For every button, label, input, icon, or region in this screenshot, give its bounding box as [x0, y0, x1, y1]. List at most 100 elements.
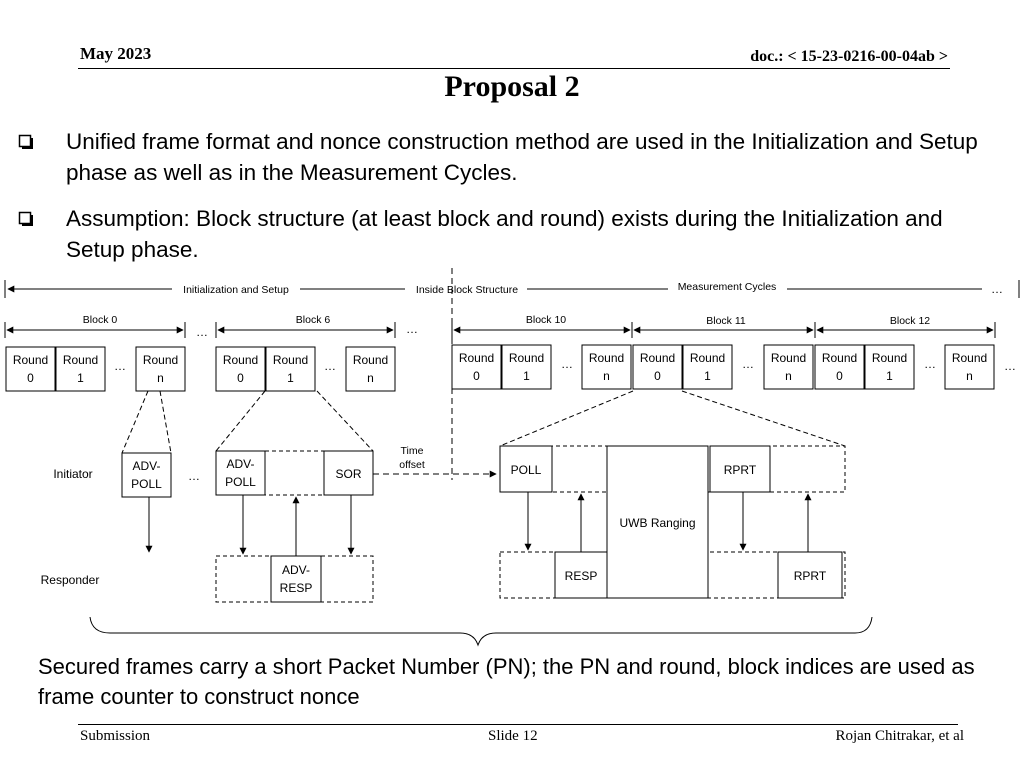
ellipsis: … [196, 325, 208, 339]
round-box: Round 1 [682, 344, 733, 390]
ellipsis: … [114, 359, 126, 373]
svg-text:UWB Ranging: UWB Ranging [619, 516, 695, 530]
frame-structure-diagram: Initialization and Setup Inside Block St… [4, 268, 1020, 647]
round-box: Round n [763, 344, 814, 390]
svg-text:ADV-: ADV- [282, 563, 310, 577]
svg-text:RPRT: RPRT [724, 463, 757, 477]
svg-text:0: 0 [473, 369, 480, 383]
round-box: Round 1 [501, 344, 552, 390]
svg-text:Round: Round [143, 353, 178, 367]
svg-text:RESP: RESP [280, 581, 313, 595]
svg-text:Round: Round [63, 353, 98, 367]
svg-text:n: n [367, 371, 374, 385]
footer-rule [78, 724, 958, 725]
frame-rprt: RPRT [709, 445, 771, 493]
phase-label-inside: Inside Block Structure [416, 284, 518, 296]
svg-text:Round: Round [822, 351, 857, 365]
ellipsis: … [742, 357, 754, 371]
round-box: Round 0 [215, 346, 266, 392]
svg-text:POLL: POLL [511, 463, 542, 477]
zoom-line [681, 390, 846, 447]
header-doc-id: doc.: < 15-23-0216-00-04ab > [750, 48, 948, 65]
frame-adv-resp: ADV- RESP [270, 555, 322, 603]
svg-text:Round: Round [459, 351, 494, 365]
svg-text:Round: Round [640, 351, 675, 365]
bullet-text-1: Unified frame format and nonce construct… [66, 129, 978, 185]
svg-text:Round: Round [509, 351, 544, 365]
footer-slide-number: Slide 12 [488, 728, 538, 744]
svg-text:POLL: POLL [225, 475, 256, 489]
round-box: Round 0 [5, 346, 56, 392]
svg-text:1: 1 [523, 369, 530, 383]
block-label-0: Block 0 [83, 314, 118, 326]
svg-text:Round: Round [952, 351, 987, 365]
svg-text:Round: Round [13, 353, 48, 367]
frame-adv-poll: ADV- POLL [215, 450, 266, 496]
role-label-initiator: Initiator [53, 467, 92, 481]
svg-text:Round: Round [223, 353, 258, 367]
header-date: May 2023 [80, 44, 152, 63]
zoom-line [121, 390, 149, 454]
block-label-12: Block 12 [890, 315, 930, 327]
round-box: Round 1 [864, 344, 915, 390]
svg-text:0: 0 [237, 371, 244, 385]
round-box: Round 0 [451, 344, 502, 390]
svg-text:Round: Round [353, 353, 388, 367]
frame-poll: POLL [499, 445, 553, 493]
block-label-11: Block 11 [706, 315, 746, 327]
svg-text:0: 0 [27, 371, 34, 385]
time-offset-label: offset [399, 459, 425, 471]
ellipsis: … [561, 357, 573, 371]
note-text: Secured frames carry a short Packet Numb… [38, 654, 975, 709]
svg-text:n: n [966, 369, 973, 383]
footer-submission: Submission [80, 728, 151, 744]
ellipsis: … [324, 359, 336, 373]
round-box: Round 0 [814, 344, 865, 390]
block-label-6: Block 6 [296, 314, 331, 326]
svg-text:RESP: RESP [565, 569, 598, 583]
svg-text:n: n [603, 369, 610, 383]
svg-text:Round: Round [589, 351, 624, 365]
svg-text:Round: Round [771, 351, 806, 365]
svg-text:n: n [157, 371, 164, 385]
svg-text:0: 0 [836, 369, 843, 383]
svg-text:ADV-: ADV- [226, 457, 254, 471]
svg-text:Round: Round [273, 353, 308, 367]
zoom-line [499, 390, 634, 447]
zoom-line [316, 390, 374, 452]
phase-label-meas: Measurement Cycles [678, 281, 777, 293]
round-box: Round n [345, 346, 396, 392]
zoom-line [159, 390, 172, 454]
round-box: Round 1 [55, 346, 106, 392]
svg-text:Round: Round [690, 351, 725, 365]
zoom-line [215, 390, 266, 452]
frame-resp: RESP [554, 551, 608, 599]
svg-text:SOR: SOR [335, 467, 361, 481]
round-box: Round 1 [265, 346, 316, 392]
ellipsis: … [406, 322, 418, 336]
header-rule [78, 68, 950, 69]
block-label-10: Block 10 [526, 314, 566, 326]
ellipsis: … [924, 357, 936, 371]
time-offset-label: Time [401, 445, 424, 457]
ellipsis: … [1004, 359, 1016, 373]
svg-text:1: 1 [704, 369, 711, 383]
svg-text:1: 1 [886, 369, 893, 383]
round-box: Round 0 [632, 344, 683, 390]
frame-uwb-ranging: UWB Ranging [606, 445, 709, 599]
phase-label-init: Initialization and Setup [183, 284, 289, 296]
frame-rprt: RPRT [777, 551, 843, 599]
svg-text:1: 1 [77, 371, 84, 385]
round-box: Round n [944, 344, 995, 390]
svg-text:RPRT: RPRT [794, 569, 827, 583]
footer-author: Rojan Chitrakar, et al [835, 728, 964, 744]
ellipsis: … [188, 469, 200, 483]
slide-title: Proposal 2 [444, 70, 580, 103]
curly-brace [89, 616, 873, 647]
ellipsis: … [991, 282, 1003, 296]
svg-text:Round: Round [872, 351, 907, 365]
svg-text:POLL: POLL [131, 477, 162, 491]
svg-text:0: 0 [654, 369, 661, 383]
bullet-text-2: Assumption: Block structure (at least bl… [66, 206, 943, 262]
svg-text:1: 1 [287, 371, 294, 385]
